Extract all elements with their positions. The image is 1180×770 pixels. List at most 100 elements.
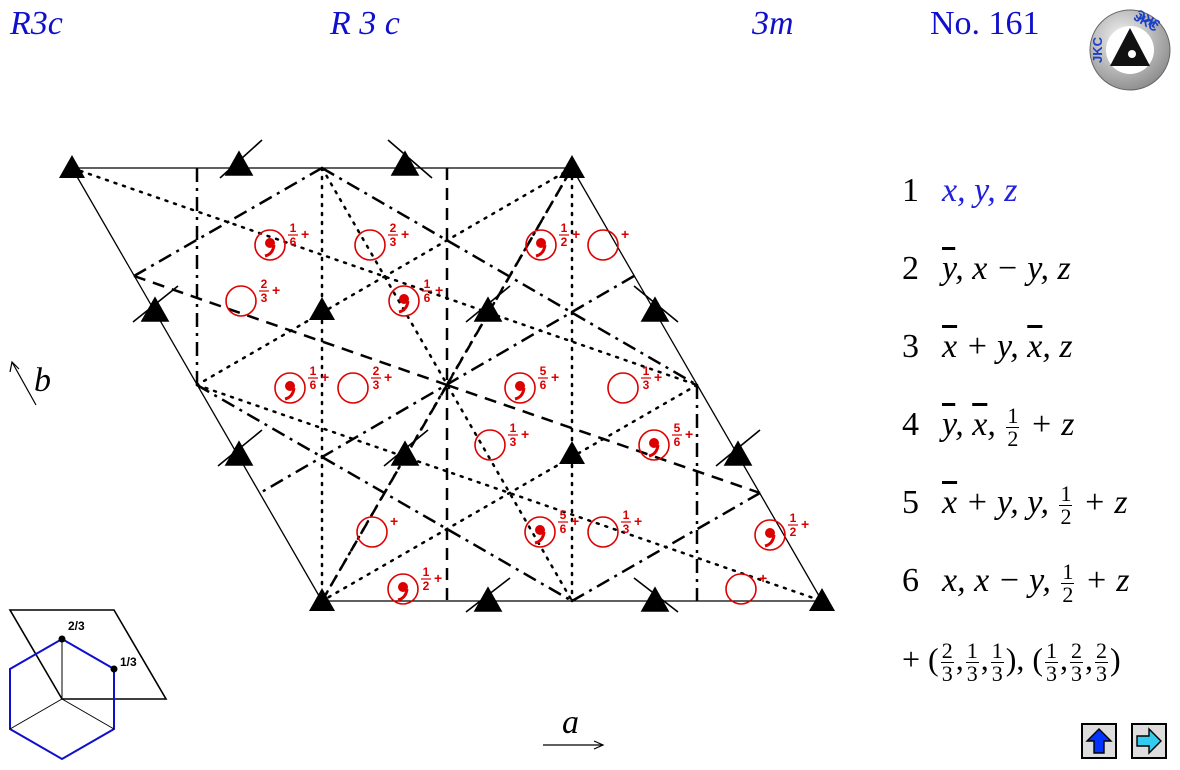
svg-text:1: 1 <box>510 421 517 435</box>
next-button[interactable] <box>1131 723 1167 759</box>
svg-text:6: 6 <box>674 435 681 449</box>
svg-text:5: 5 <box>560 508 567 522</box>
svg-text:+: + <box>571 513 579 529</box>
origin-inset: 2/3 1/3 <box>8 609 168 761</box>
threefold-axis-icon <box>309 588 335 611</box>
svg-text:1: 1 <box>790 511 797 525</box>
svg-text:6: 6 <box>560 522 567 536</box>
svg-text:1: 1 <box>424 277 431 291</box>
svg-text:1: 1 <box>643 364 650 378</box>
svg-text:6: 6 <box>310 378 317 392</box>
position-comma-icon: 12+ <box>754 511 809 551</box>
threefold-axis-icon <box>59 155 85 178</box>
svg-text:3: 3 <box>261 291 268 305</box>
threefold-glide-icon <box>465 577 511 613</box>
position-circle-icon: 23 + <box>337 364 392 404</box>
position-comma-icon: 56 + <box>524 508 579 548</box>
svg-text:2: 2 <box>790 525 797 539</box>
svg-text:5: 5 <box>540 364 547 378</box>
operation-number: 2 <box>902 250 919 287</box>
position-circle-icon: + <box>725 570 767 605</box>
point-group: 3m <box>752 5 794 42</box>
svg-text:+: + <box>401 226 409 242</box>
svg-text:2: 2 <box>373 364 380 378</box>
threefold-glide-icon <box>132 285 179 323</box>
svg-text:+: + <box>434 570 442 586</box>
svg-text:+: + <box>634 513 642 529</box>
position-comma-icon: 16+ <box>274 364 329 404</box>
svg-text:+: + <box>301 226 309 242</box>
short-symbol: R3c <box>10 5 63 42</box>
svg-text:+: + <box>654 369 662 385</box>
a-axis-arrow <box>543 740 605 750</box>
position-comma-icon: 56+ <box>638 421 693 461</box>
operation-expression: y, x − y, z <box>942 250 1071 287</box>
position-circle-icon: 13 + <box>607 364 662 404</box>
threefold-glide-icon <box>633 577 679 613</box>
svg-text:3: 3 <box>643 378 650 392</box>
threefold-axes <box>59 155 835 611</box>
threefold-axis-icon <box>809 588 835 611</box>
svg-text:+: + <box>384 369 392 385</box>
operation-number: 4 <box>902 406 919 443</box>
svg-text:5: 5 <box>674 421 681 435</box>
svg-text:3: 3 <box>373 378 380 392</box>
position-comma-icon: 56 + <box>504 364 559 404</box>
svg-text:6: 6 <box>540 378 547 392</box>
operation-number: 1 <box>902 172 919 209</box>
position-comma-icon: 16+ <box>388 277 443 317</box>
svg-text:JKC: JKC <box>1090 36 1105 63</box>
svg-text:+: + <box>321 369 329 385</box>
svg-text:+: + <box>272 282 280 298</box>
general-positions: 16+23+12++23+16+16+23+56+13+13+56++56+13… <box>225 221 809 605</box>
svg-text:6: 6 <box>290 235 297 249</box>
operation-expression: x + y, x, z <box>942 328 1073 365</box>
right-arrow-icon <box>1136 727 1162 755</box>
threefold-glide-icon <box>219 139 263 179</box>
svg-text:3: 3 <box>623 522 630 536</box>
svg-text:2: 2 <box>261 277 268 291</box>
svg-text:2: 2 <box>423 579 430 593</box>
dashed-glide-lines <box>133 167 761 602</box>
position-comma-icon: 12 + <box>525 221 580 261</box>
svg-text:2: 2 <box>561 235 568 249</box>
threefold-glide-icon <box>465 285 511 323</box>
inset-lower-label: 1/3 <box>120 655 137 669</box>
a-axis-label: a <box>562 704 579 741</box>
operation-number: 3 <box>902 328 919 365</box>
svg-text:1: 1 <box>423 565 430 579</box>
svg-text:+: + <box>551 369 559 385</box>
position-circle-icon: 13 + <box>587 508 642 548</box>
position-circle-icon: + <box>356 513 398 548</box>
svg-text:2: 2 <box>390 221 397 235</box>
inset-upper-label: 2/3 <box>68 619 85 633</box>
svg-text:3: 3 <box>390 235 397 249</box>
svg-text:+: + <box>759 570 767 586</box>
position-comma-icon: 12 + <box>387 565 442 605</box>
svg-text:+: + <box>435 282 443 298</box>
jkc-logo-icon: JKC JKC JKC <box>1089 8 1171 91</box>
space-group-number: No. 161 <box>930 5 1040 42</box>
operation-2: 2 y, x − y, z <box>902 246 1071 292</box>
threefold-glide-icon <box>217 429 263 467</box>
svg-text:+: + <box>521 426 529 442</box>
threefold-glide-axes <box>132 139 761 613</box>
svg-text:1: 1 <box>623 508 630 522</box>
operation-number: 6 <box>902 562 919 599</box>
up-button[interactable] <box>1081 723 1117 759</box>
position-circle-icon: 23 + <box>354 221 409 261</box>
operation-3: 3 x + y, x, z <box>902 324 1073 370</box>
b-axis-label: b <box>34 362 51 399</box>
svg-text:+: + <box>390 513 398 529</box>
svg-text:+: + <box>572 226 580 242</box>
threefold-axis-icon <box>309 297 335 320</box>
svg-text:1: 1 <box>561 221 568 235</box>
b-axis-arrow <box>9 360 37 406</box>
up-arrow-icon <box>1085 728 1113 754</box>
operation-number: 5 <box>902 484 919 521</box>
